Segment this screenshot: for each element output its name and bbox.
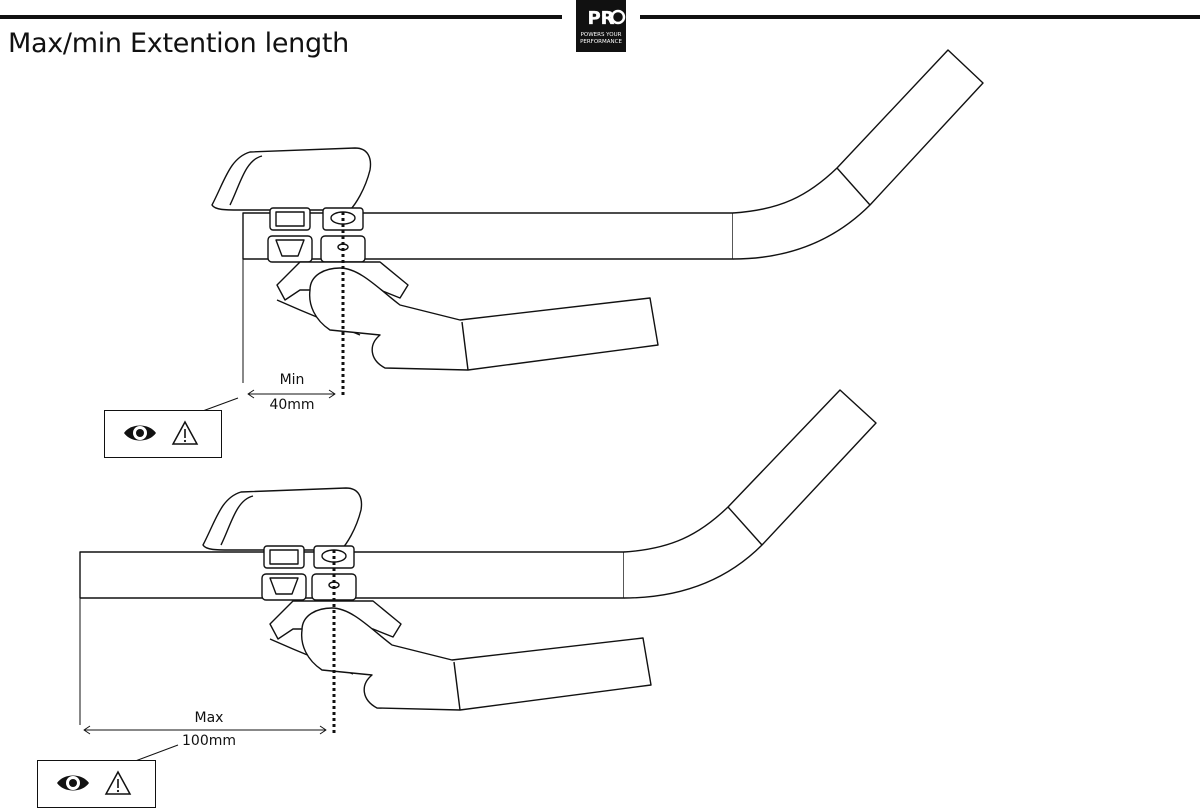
extension-bar-min: [242, 212, 734, 260]
figure-min: [199, 49, 984, 413]
dimension-label-max: Max: [194, 710, 224, 726]
callout-leader-min: [199, 397, 239, 413]
extension-bend-max: [623, 389, 877, 599]
svg-text:PR: PR: [587, 8, 614, 29]
dimension-value-max: 100mm: [182, 733, 236, 749]
aerobar-extension-max: [300, 607, 652, 711]
eye-icon: [57, 775, 89, 791]
warning-icon: [104, 770, 132, 795]
aerobar-extension-min: [308, 267, 659, 371]
svg-text:PERFORMANCE: PERFORMANCE: [580, 39, 622, 45]
warning-icon: [171, 420, 199, 445]
armpad-min: [211, 147, 372, 211]
figure-max: [79, 389, 877, 764]
eye-icon: [124, 425, 156, 441]
brand-logo: PR POWERS YOUR PERFORMANCE: [566, 0, 636, 52]
dimension-value-min: 40mm: [269, 397, 315, 413]
dimension-label-min: Min: [279, 372, 305, 388]
extension-bend-min: [732, 49, 984, 260]
callout-box-min: [104, 410, 222, 458]
armpad-max: [202, 487, 363, 551]
callout-box-max: [37, 760, 156, 808]
page-title: Max/min Extention length: [8, 28, 349, 59]
svg-text:POWERS YOUR: POWERS YOUR: [581, 32, 622, 38]
clamp-front-min: [267, 207, 313, 263]
clamp-front-max: [261, 545, 307, 601]
